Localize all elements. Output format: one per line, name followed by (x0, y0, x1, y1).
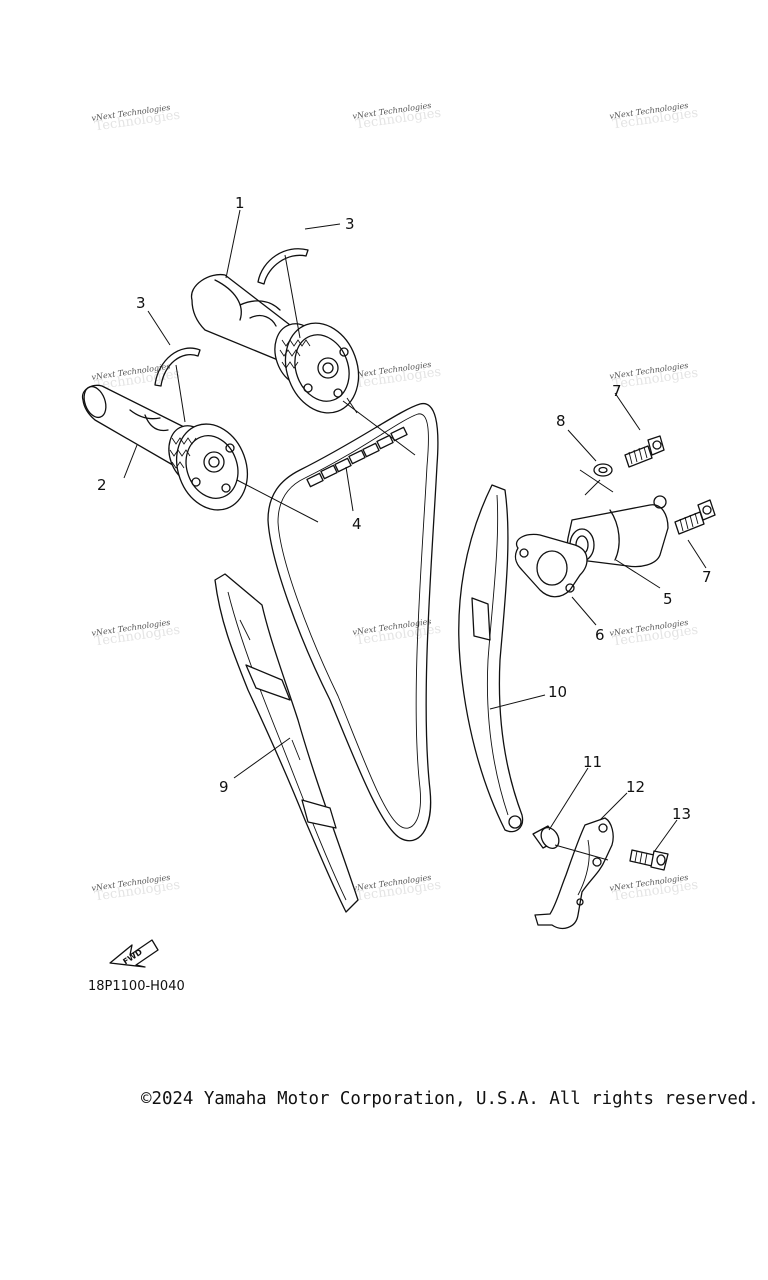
callout-13: 13 (672, 805, 691, 823)
watermark: Technologies vNext Technologies (609, 618, 699, 650)
watermark: Technologies vNext Technologies (91, 618, 181, 650)
diagram-code: 18P1100-H040 (88, 979, 185, 994)
watermark: Technologies vNext Technologies (352, 101, 442, 133)
watermark: Technologies vNext Technologies (91, 103, 181, 135)
clip-3-upper[interactable] (257, 248, 309, 285)
camshaft-1[interactable] (191, 273, 371, 424)
leader-lines (123, 209, 707, 861)
callout-7: 7 (702, 568, 712, 586)
callout-4: 4 (352, 515, 362, 533)
tensioner-gasket[interactable] (514, 533, 588, 598)
watermark: Technologies vNext Technologies (91, 873, 181, 905)
callout-10: 10 (548, 683, 567, 701)
callout-9: 9 (219, 778, 229, 796)
callout-6: 6 (595, 626, 605, 644)
chain-guide-9[interactable] (214, 573, 359, 913)
callout-2: 2 (97, 476, 107, 494)
cam-spring (169, 437, 197, 469)
chain-links (306, 426, 408, 488)
watermark: Technologies vNext Technologies (609, 873, 699, 905)
callout-3: 3 (345, 215, 355, 233)
clip-3-lower[interactable] (154, 347, 201, 387)
watermark-layer: Technologies vNext Technologies Technolo… (91, 101, 699, 905)
copyright-notice: ©2024 Yamaha Motor Corporation, U.S.A. A… (141, 1089, 759, 1109)
callout-3: 3 (136, 294, 146, 312)
callout-5: 5 (663, 590, 673, 608)
guide-stopper-12[interactable] (534, 817, 614, 929)
watermark: Technologies vNext Technologies (609, 101, 699, 133)
washer-8[interactable] (593, 463, 613, 477)
callout-7: 7 (612, 382, 622, 400)
fwd-arrow-icon: FWD (109, 939, 159, 968)
bolt-13[interactable] (629, 849, 669, 871)
watermark: Technologies vNext Technologies (609, 361, 699, 393)
watermark: Technologies vNext Technologies (352, 360, 442, 392)
callout-labels: 1 2 3 3 4 5 6 7 7 8 9 10 11 12 13 (97, 194, 712, 823)
callout-12: 12 (626, 778, 645, 796)
watermark: Technologies vNext Technologies (352, 873, 442, 905)
collar-11[interactable] (532, 824, 562, 851)
camshaft-2[interactable] (80, 384, 259, 520)
callout-1: 1 (235, 194, 245, 212)
chain-guide-10[interactable] (458, 484, 524, 833)
bolt-7-lower[interactable] (674, 499, 716, 535)
cam-spring (279, 339, 311, 369)
callout-11: 11 (583, 753, 602, 771)
bolt-7-upper[interactable] (624, 435, 665, 468)
callout-8: 8 (556, 412, 566, 430)
timing-chain[interactable] (267, 403, 439, 842)
